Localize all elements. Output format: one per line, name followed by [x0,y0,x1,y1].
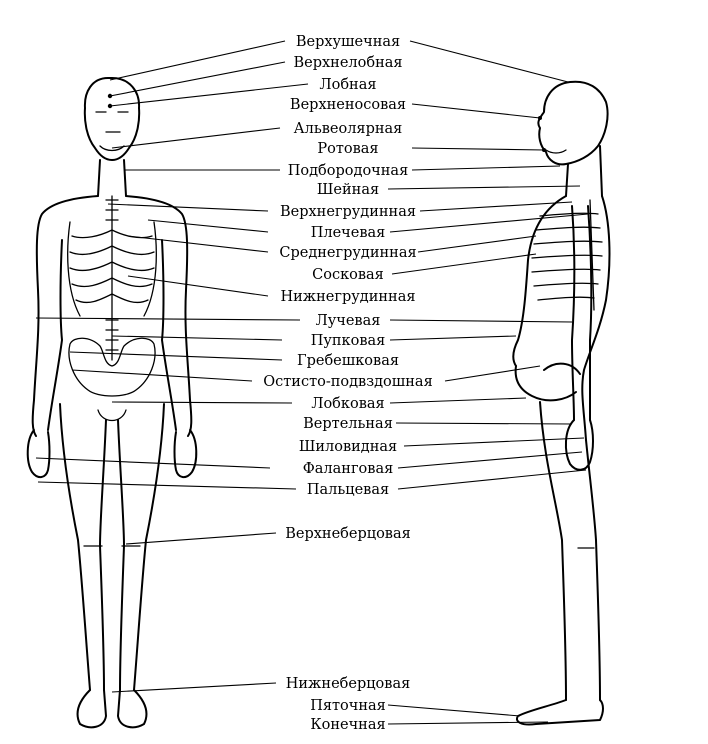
point-label: Ротовая [317,141,378,157]
point-labels: ВерхушечнаяВерхнелобнаяЛобнаяВерхненосов… [263,34,432,733]
front-pelvis [68,337,156,397]
side-arm [571,205,593,421]
side-pelvis [514,362,581,402]
front-legs [59,403,165,691]
point-label: Верхнегрудинная [280,204,416,220]
point-label: Нижнегрудинная [280,289,415,305]
side-legs [539,401,601,701]
side-foot [516,699,604,726]
point-label: Пальцевая [307,482,389,498]
side-head [537,80,609,166]
point-label: Конечная [310,717,385,733]
point-label: Верхнелобная [293,55,402,71]
point-label: Пупковая [311,333,386,349]
point-label: Пяточная [310,698,386,714]
front-right-hand [173,429,198,478]
point-label: Альвеолярная [294,121,403,137]
point-label: Лобковая [311,396,384,412]
point-label: Вертельная [303,416,393,432]
side-torso [512,195,611,441]
point-label: Лобная [319,77,376,93]
side-ribcage [531,212,603,301]
point-label: Подбородочная [288,163,408,179]
front-figure [26,77,198,729]
point-label: Гребешковая [297,353,399,369]
point-label: Верхненосовая [290,97,406,113]
point-label: Сосковая [312,267,384,283]
point-label: Остисто-подвздошная [263,374,432,390]
point-label: Лучевая [316,313,381,329]
front-feet [76,689,148,729]
point-label: Шейная [317,182,379,198]
point-label: Среднегрудинная [279,245,416,261]
front-torso [31,195,193,437]
point-label: Фаланговая [303,461,393,477]
landmark-dots [107,93,546,152]
point-label: Нижнеберцовая [286,676,411,692]
point-label: Шиловидная [299,439,397,455]
point-label: Верхушечная [296,34,400,50]
side-hand [564,419,594,471]
leader-lines [35,40,589,725]
point-label: Плечевая [311,225,386,241]
front-head [83,77,141,161]
point-label: Верхнеберцовая [285,526,411,542]
front-left-hand [26,429,51,478]
side-figure [512,80,611,726]
